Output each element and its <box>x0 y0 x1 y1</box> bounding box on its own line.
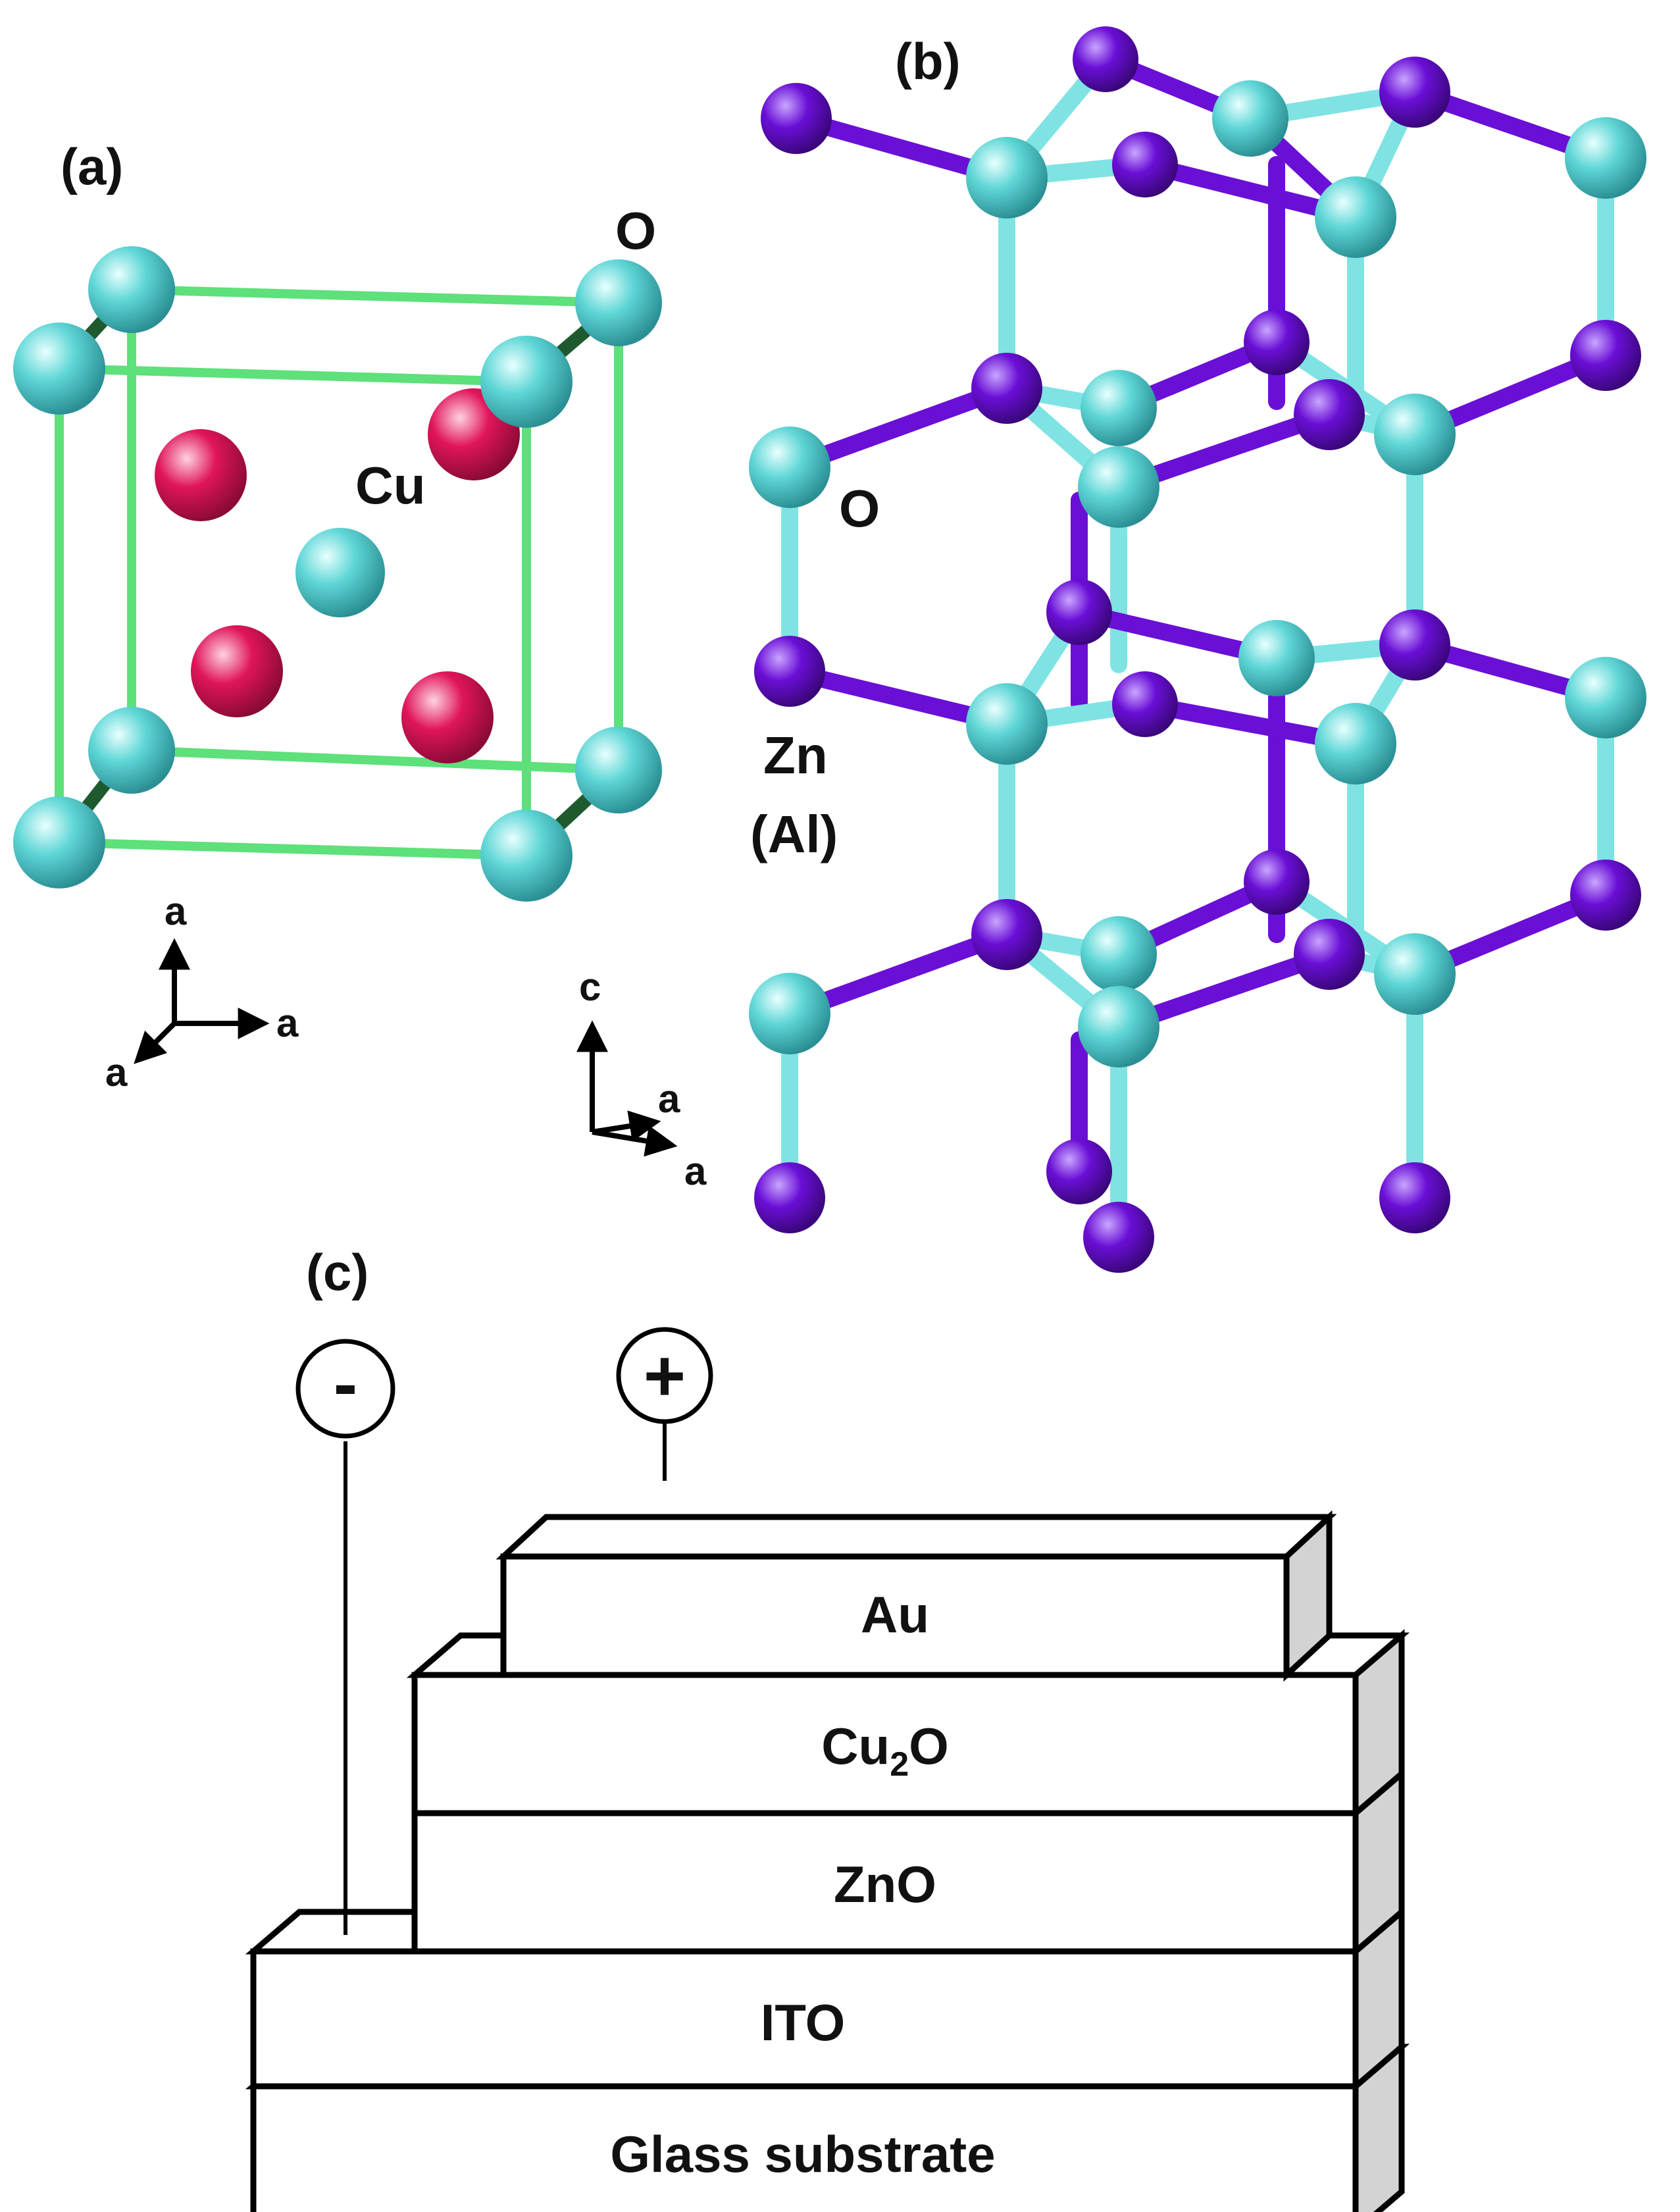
oxygen-atom <box>1565 657 1646 738</box>
zinc-atom <box>1294 379 1365 450</box>
zinc-atom <box>971 899 1042 970</box>
zinc-atom <box>1379 57 1450 128</box>
positive-sign: + <box>644 1335 686 1416</box>
axis-label-up: c <box>579 965 601 1009</box>
zinc-label: Zn <box>763 726 828 784</box>
layer-zno <box>411 1767 1405 1958</box>
copper-atom <box>401 671 494 763</box>
oxygen-atom <box>480 336 573 428</box>
minus-circle-icon <box>295 1339 395 1439</box>
zinc-atom <box>1073 26 1138 92</box>
oxygen-atom <box>1081 370 1157 446</box>
oxygen-atom <box>13 796 105 888</box>
oxygen-atom <box>749 426 830 508</box>
layer-ito-label: ITO <box>761 1993 846 2051</box>
panel-a-label: (a) <box>61 138 123 195</box>
panel-a: (a) O Cu <box>13 138 662 1094</box>
panel-c-label: (c) <box>306 1243 369 1301</box>
oxygen-atom <box>1078 986 1159 1067</box>
oxygen-atom <box>1081 916 1157 992</box>
oxygen-atom <box>88 246 175 333</box>
layer-glass-label: Glass substrate <box>610 2125 995 2183</box>
oxygen-atom <box>1374 394 1456 475</box>
zinc-atom <box>1112 132 1178 197</box>
zinc-atom <box>1379 1162 1450 1233</box>
layer-au <box>496 1510 1337 1682</box>
zinc-atom <box>754 636 825 707</box>
oxygen-atom <box>1565 117 1646 199</box>
copper-atom <box>191 625 283 717</box>
layer-cu2o-label: Cu2O <box>821 1717 949 1784</box>
layer-zno-label: ZnO <box>834 1855 936 1913</box>
oxygen-label: O <box>839 479 880 538</box>
negative-sign: - <box>334 1343 358 1424</box>
panel-b-label: (b) <box>895 32 961 90</box>
oxygen-atom <box>749 973 830 1054</box>
copper-atom <box>155 429 247 521</box>
oxygen-atom <box>1212 80 1288 157</box>
zinc-atom <box>761 83 832 154</box>
oxygen-label: O <box>615 201 656 260</box>
zinc-atom <box>1244 849 1310 915</box>
axis-triad-a <box>134 938 270 1064</box>
axis-label-diag: a <box>105 1050 128 1094</box>
zinc-atom <box>971 353 1042 424</box>
oxygen-atom <box>1374 933 1456 1015</box>
axis-label-diag: a <box>658 1077 680 1121</box>
oxygen-atom <box>1315 703 1396 784</box>
positive-terminal: + <box>616 1327 713 1481</box>
zinc-atom <box>1112 671 1178 737</box>
oxygen-atom <box>966 683 1048 765</box>
oxygen-atom <box>966 137 1048 219</box>
wurtzite-zinc-atoms <box>754 26 1641 1273</box>
oxygen-atom <box>575 259 662 346</box>
oxygen-atom <box>13 322 105 415</box>
zinc-atom <box>1570 320 1641 391</box>
axis-triad-b <box>576 1020 678 1157</box>
oxygen-atom <box>1315 176 1396 258</box>
negative-terminal: - <box>295 1339 395 1935</box>
oxygen-atom <box>1078 446 1159 528</box>
copper-label: Cu <box>355 456 426 515</box>
axis-label-right: a <box>684 1149 707 1193</box>
zinc-atom <box>1046 1139 1112 1204</box>
zinc-atom <box>754 1162 825 1233</box>
zinc-atom <box>1083 1202 1154 1273</box>
wurtzite-oxygen-atoms <box>749 80 1646 1067</box>
wurtzite-bonds <box>781 51 1614 1246</box>
oxygen-atom <box>480 810 573 902</box>
layer-ito <box>245 1905 1405 2093</box>
oxygen-atom <box>1238 620 1315 696</box>
oxygen-atom <box>88 707 175 794</box>
zinc-atom <box>1570 860 1641 931</box>
zinc-atom <box>1046 579 1112 645</box>
oxygen-atom <box>295 528 385 617</box>
panel-c: (c) <box>245 1243 1410 2212</box>
axis-label-up: a <box>165 889 187 933</box>
zinc-atom <box>1244 309 1310 375</box>
zinc-atom <box>1379 609 1450 681</box>
layer-au-label: Au <box>861 1585 929 1643</box>
panel-b: (b) <box>576 26 1646 1273</box>
plus-circle-icon <box>616 1327 713 1424</box>
zinc-atom <box>1294 919 1365 990</box>
axis-label-right: a <box>276 1001 299 1045</box>
oxygen-atom <box>575 727 662 813</box>
dopant-label: (Al) <box>750 805 838 863</box>
